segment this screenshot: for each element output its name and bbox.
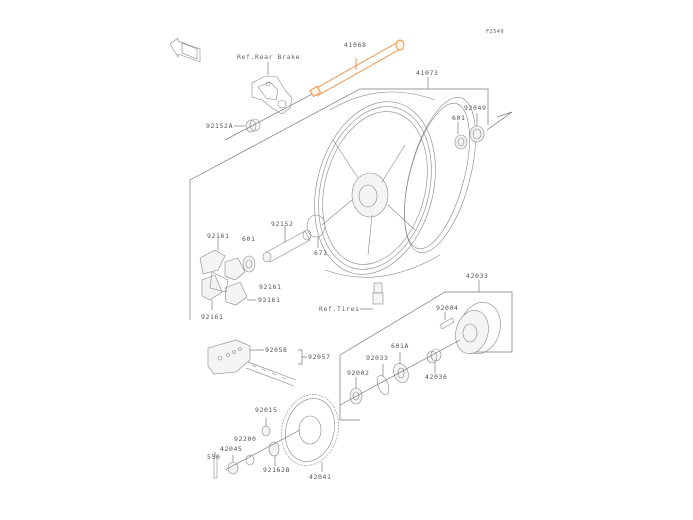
part-label-92161-bottom[interactable]: 92161 xyxy=(201,313,224,321)
figure-id: F2549 xyxy=(486,29,505,35)
ref-tires-label[interactable]: Ref.Tires xyxy=(319,305,360,313)
part-label-550[interactable]: 550 xyxy=(207,453,221,461)
part-label-92152[interactable]: 92152 xyxy=(271,220,294,228)
part-label-41068[interactable]: 41068 xyxy=(344,41,367,49)
part-label-42033[interactable]: 42033 xyxy=(466,272,489,280)
part-label-92152A[interactable]: 92152A xyxy=(206,122,234,130)
rear-sprocket-part xyxy=(281,394,339,466)
part-label-601-right[interactable]: 601 xyxy=(452,114,466,122)
part-label-92049[interactable]: 92049 xyxy=(464,104,487,112)
rear-axle-part xyxy=(309,39,405,98)
valve-part xyxy=(372,282,384,305)
washer-part xyxy=(245,454,255,466)
circlip-part xyxy=(376,375,390,395)
brake-bracket xyxy=(251,75,293,115)
part-label-42041[interactable]: 42041 xyxy=(309,473,332,481)
o-ring-part xyxy=(306,214,326,238)
part-label-92057[interactable]: 92057 xyxy=(308,353,331,361)
ref-rear-brake-label[interactable]: Ref.Rear Brake xyxy=(237,53,301,61)
part-label-92058[interactable]: 92058 xyxy=(265,346,288,354)
drive-chain-part xyxy=(245,361,297,387)
part-label-42036[interactable]: 42036 xyxy=(425,373,448,381)
part-label-92200[interactable]: 92200 xyxy=(234,435,257,443)
nut-sprocket-part xyxy=(261,425,271,437)
oil-seal-right-part xyxy=(469,125,485,143)
bearing-right-part xyxy=(454,134,468,150)
dampers-part xyxy=(199,249,248,306)
coupling-bearing-part xyxy=(393,363,409,383)
rear-wheel-part xyxy=(314,91,476,278)
cotter-pin-part xyxy=(213,455,218,479)
collar-center-part xyxy=(262,229,312,263)
part-label-92161-upper[interactable]: 92161 xyxy=(207,232,230,240)
bearing-left-part xyxy=(242,255,256,273)
part-label-92033[interactable]: 92033 xyxy=(366,354,389,362)
sprocket-coupling-part xyxy=(455,302,501,354)
part-label-92015[interactable]: 92015 xyxy=(255,406,278,414)
stud-part xyxy=(439,317,455,330)
part-label-42045[interactable]: 42045 xyxy=(220,445,243,453)
part-label-92161-middle[interactable]: 92161 xyxy=(259,283,282,291)
part-label-92161-lower[interactable]: 92161 xyxy=(258,296,281,304)
chain-joint-part xyxy=(207,339,251,375)
part-label-92002[interactable]: 92002 xyxy=(347,369,370,377)
part-label-92004[interactable]: 92004 xyxy=(436,304,459,312)
front-arrow-icon xyxy=(169,37,201,63)
part-label-92162B[interactable]: 92162B xyxy=(263,466,291,474)
part-label-601-left[interactable]: 601 xyxy=(242,235,256,243)
part-label-671[interactable]: 671 xyxy=(314,249,328,257)
part-label-41073[interactable]: 41073 xyxy=(416,69,439,77)
part-label-601A[interactable]: 601A xyxy=(391,342,410,350)
